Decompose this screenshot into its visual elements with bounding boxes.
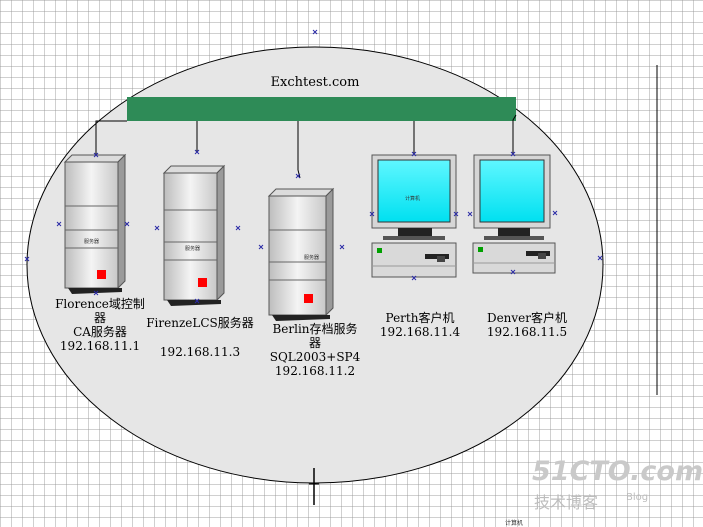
denver-client[interactable] <box>472 154 556 274</box>
florence-server[interactable]: 服务器 <box>63 153 127 294</box>
label-line: 器 <box>308 336 321 350</box>
label-line: Perth客户机 <box>385 311 455 325</box>
server-led-red <box>304 294 313 303</box>
firenze-server[interactable]: 服务器 <box>162 164 226 306</box>
firenze-server-screen-text: 服务器 <box>185 245 200 252</box>
network-backbone-bar[interactable] <box>127 97 516 121</box>
label-line: 192.168.11.4 <box>379 325 461 339</box>
firenze-server-label: FirenzeLCS服务器 192.168.11.3 <box>140 316 260 359</box>
perth-client-label: Perth客户机 192.168.11.4 <box>360 311 480 339</box>
watermark-brand: 51CTO.com <box>532 456 703 487</box>
label-line: 192.168.11.3 <box>159 345 241 359</box>
berlin-server[interactable]: 服务器 <box>267 187 335 321</box>
server-led-red <box>198 278 207 287</box>
florence-server-label: Florence域控制 器 CA服务器 192.168.11.1 <box>40 297 160 353</box>
label-line: FirenzeLCS服务器 <box>146 316 254 330</box>
perth-client[interactable]: 计算机 <box>371 154 457 278</box>
label-line: 器 <box>93 311 106 325</box>
label-line: Berlin存档服务 <box>272 322 358 336</box>
florence-server-screen-text: 服务器 <box>84 238 99 245</box>
label-spacer <box>140 330 260 345</box>
selection-handles <box>24 29 603 304</box>
server-led-red <box>97 270 106 279</box>
watermark-blog: Blog <box>626 492 649 503</box>
network-domain-label: Exchtest.com <box>270 75 360 90</box>
label-line: Florence域控制 <box>55 297 145 311</box>
perth-screen-text: 计算机 <box>405 195 420 202</box>
label-line: 192.168.11.2 <box>274 364 356 378</box>
berlin-server-label: Berlin存档服务 器 SQL2003+SP4 192.168.11.2 <box>255 322 375 378</box>
berlin-server-screen-text: 服务器 <box>304 254 319 261</box>
denver-client-label: Denver客户机 192.168.11.5 <box>467 311 587 339</box>
label-line: 192.168.11.5 <box>486 325 568 339</box>
watermark-subtitle: 技术博客 <box>534 493 599 512</box>
corner-fragment-text: 计算机 <box>505 520 524 527</box>
network-diagram: 服务器 服务器 服务器 计算机 <box>24 29 658 505</box>
label-line: Denver客户机 <box>486 311 568 325</box>
client-led-green <box>377 248 382 253</box>
label-line: SQL2003+SP4 <box>269 350 361 364</box>
client-led-green <box>478 247 483 252</box>
label-line: 192.168.11.1 <box>59 339 141 353</box>
label-line: CA服务器 <box>73 325 127 339</box>
